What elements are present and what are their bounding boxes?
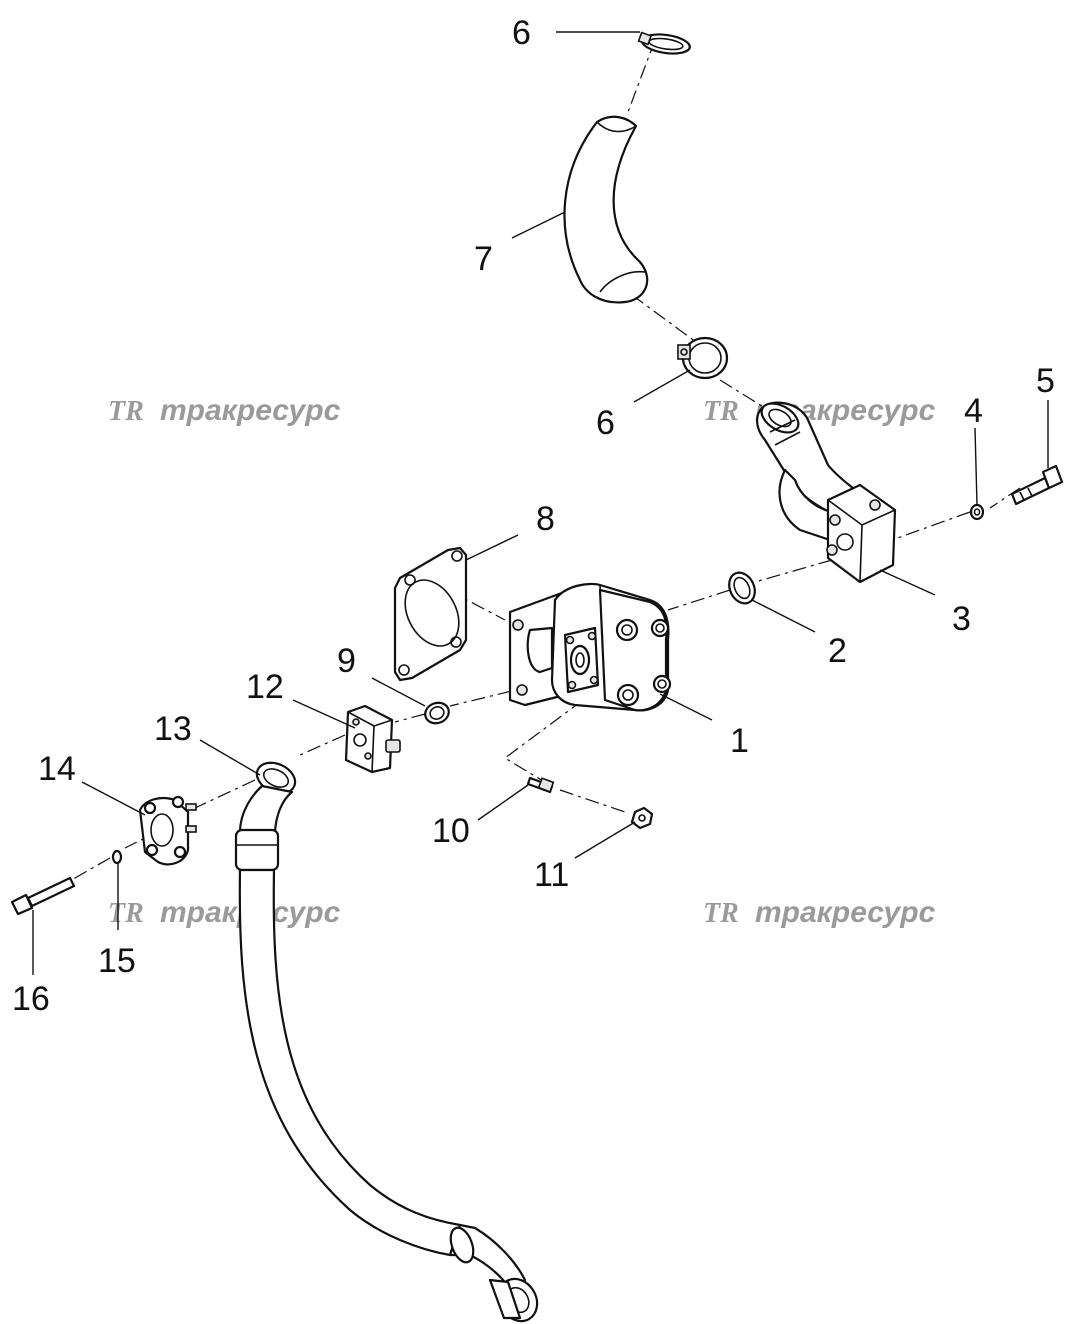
- watermark: TR тракресурс: [703, 896, 936, 929]
- callout-12: 12: [246, 668, 284, 706]
- suction-elbow-fitting: [756, 401, 897, 584]
- o-ring-left: [424, 701, 450, 725]
- flange-bolt-left: [10, 876, 76, 916]
- callout-4: 4: [964, 392, 983, 430]
- watermark-text: тракресурс: [755, 896, 936, 929]
- pump-screw: [526, 776, 555, 794]
- mounting-gasket: [393, 546, 468, 682]
- callout-6-top: 6: [512, 14, 531, 52]
- callout-15: 15: [98, 942, 136, 980]
- gear-pump: [508, 582, 672, 712]
- callout-1: 1: [730, 722, 749, 760]
- flange-bolt-right: [1010, 464, 1064, 506]
- hose-clamp-top: [637, 31, 691, 55]
- watermark: TR тракресурс: [703, 394, 936, 427]
- pressure-flange-block: [344, 704, 401, 774]
- watermark-text: тракресурс: [160, 394, 341, 427]
- watermark-logo: TR: [108, 898, 144, 929]
- callout-5: 5: [1036, 362, 1055, 400]
- o-ring-right: [728, 571, 756, 605]
- split-flange-clamp: [138, 795, 197, 866]
- assembly-centerlines: [39, 39, 1021, 899]
- callout-2: 2: [828, 632, 847, 670]
- watermark: TR тракресурс: [108, 394, 341, 427]
- watermark-logo: TR: [703, 898, 739, 929]
- leader-lines: [32, 31, 1049, 975]
- pump-nut: [630, 806, 654, 830]
- watermark-logo: TR: [108, 396, 144, 427]
- lock-washer: [111, 849, 123, 865]
- callout-9: 9: [337, 642, 356, 680]
- callout-8: 8: [536, 500, 555, 538]
- callout-16: 16: [12, 980, 50, 1018]
- callout-labels: 6 7 6 8 4 5 3 2 1 9 12 13 14 15 16 10 11: [12, 14, 1055, 1018]
- callout-3: 3: [952, 600, 971, 638]
- watermark-logo: TR: [703, 396, 739, 427]
- callout-6-middle: 6: [596, 404, 615, 442]
- washer: [969, 503, 985, 521]
- callout-7: 7: [474, 240, 493, 278]
- callout-14: 14: [38, 750, 76, 788]
- callout-13: 13: [154, 710, 192, 748]
- pressure-hose: [234, 761, 539, 1323]
- upper-curved-hose: [563, 115, 649, 304]
- hose-clamp-middle: [677, 336, 729, 380]
- callout-11: 11: [534, 856, 569, 894]
- callout-10: 10: [432, 812, 470, 850]
- watermark: TR тракресурс: [108, 896, 341, 929]
